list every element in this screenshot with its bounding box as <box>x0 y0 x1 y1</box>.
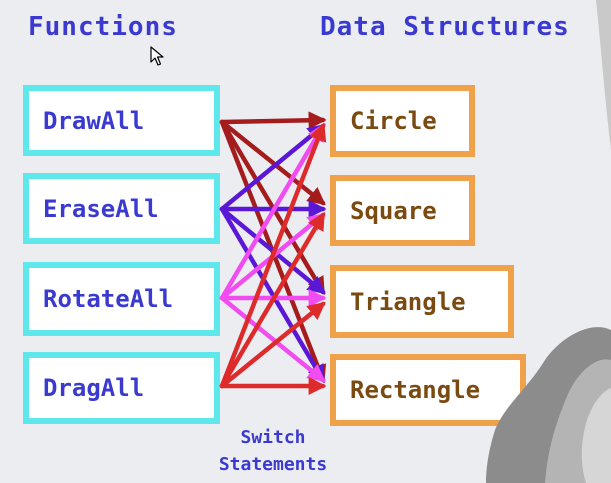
switch-statements-caption: Switch Statements <box>198 424 348 478</box>
data-structures-heading: Data Structures <box>320 12 570 42</box>
arrow-drawall-to-circle <box>219 111 327 130</box>
function-box-eraseall: EraseAll <box>23 173 220 244</box>
arrow-eraseall-to-rectangle <box>219 206 326 384</box>
functions-heading: Functions <box>28 12 178 42</box>
caption-line-1: Switch <box>240 427 306 448</box>
function-box-drawall: DrawAll <box>23 85 220 156</box>
data-box-rectangle: Rectangle <box>330 354 526 426</box>
data-box-triangle: Triangle <box>330 265 514 338</box>
mouse-pointer-icon <box>150 46 164 66</box>
arrow-dragall-to-square <box>219 211 326 389</box>
function-box-dragall: DragAll <box>23 352 220 424</box>
arrow-drawall-to-square <box>219 119 326 206</box>
arrow-rotateall-to-circle <box>219 122 326 301</box>
data-box-circle: Circle <box>330 85 475 157</box>
function-box-rotateall: RotateAll <box>23 262 220 336</box>
arrow-rotateall-to-rectangle <box>219 295 326 383</box>
arrow-dragall-to-circle <box>219 122 327 389</box>
data-box-square: Square <box>330 175 475 246</box>
arrow-dragall-to-triangle <box>219 301 326 389</box>
caption-line-2: Statements <box>218 454 328 475</box>
arrow-eraseall-to-circle <box>219 123 326 212</box>
